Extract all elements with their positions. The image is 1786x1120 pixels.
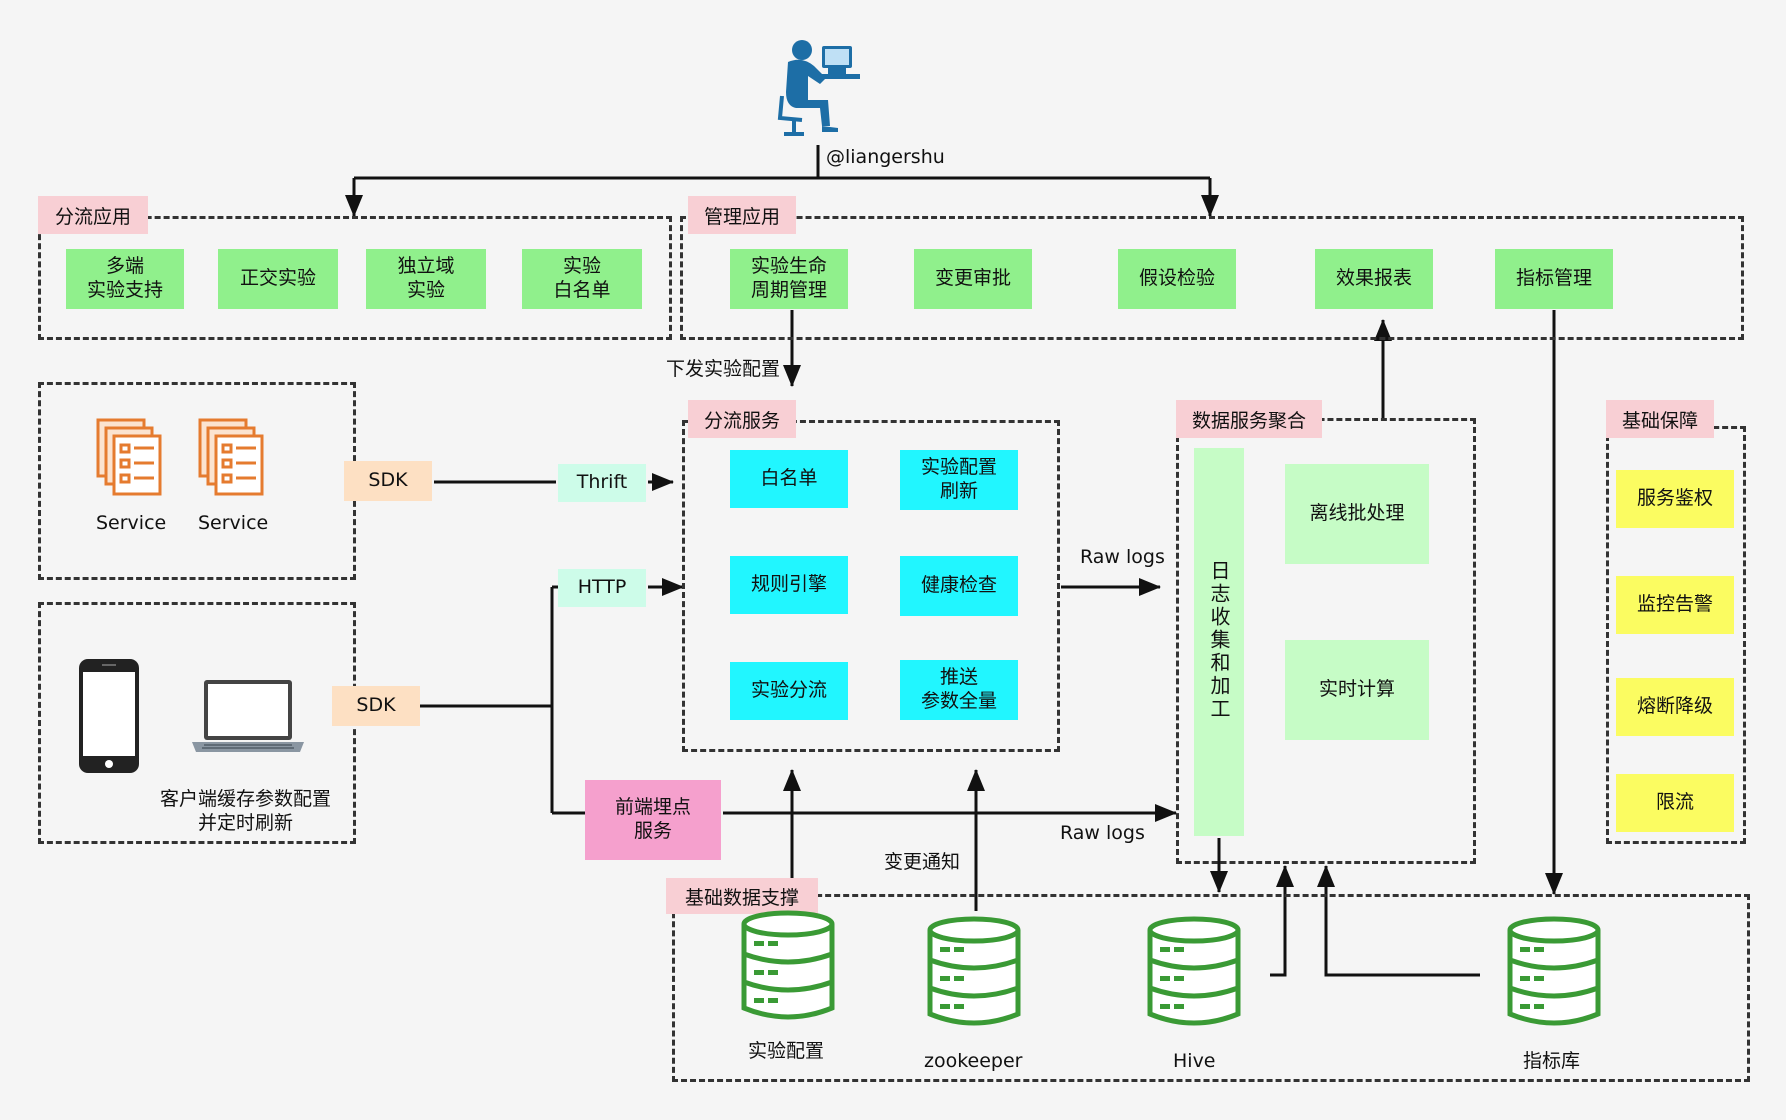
mgmt-app-group xyxy=(680,216,1744,340)
thrift-box[interactable]: Thrift xyxy=(558,464,646,502)
mobile-phone-icon xyxy=(79,659,139,773)
realtime-compute[interactable]: 实时计算 xyxy=(1285,640,1429,740)
whitelist[interactable]: 白名单 xyxy=(730,450,848,508)
user-handle: @liangershu xyxy=(826,146,945,168)
config-refresh[interactable]: 实验配置 刷新 xyxy=(900,450,1018,510)
independent-domain-experiment[interactable]: 独立域 实验 xyxy=(366,249,486,309)
circuit-breaker[interactable]: 熔断降级 xyxy=(1616,678,1734,736)
store-hive: Hive xyxy=(1173,1050,1216,1072)
raw-logs-label-2: Raw logs xyxy=(1060,822,1145,844)
service-label: Service xyxy=(96,512,167,534)
routing-service-group xyxy=(682,420,1060,752)
routing-app-label: 分流应用 xyxy=(38,196,148,234)
experiment-routing[interactable]: 实验分流 xyxy=(730,662,848,720)
sdk-top[interactable]: SDK xyxy=(344,461,432,501)
store-zookeeper: zookeeper xyxy=(924,1050,1023,1072)
data-agg-group xyxy=(1176,418,1476,864)
monitoring-alert[interactable]: 监控告警 xyxy=(1616,576,1734,634)
http-box[interactable]: HTTP xyxy=(558,569,646,607)
hypothesis-testing[interactable]: 假设检验 xyxy=(1118,249,1236,309)
document-list-icon xyxy=(96,418,162,496)
orthogonal-experiment[interactable]: 正交实验 xyxy=(218,249,338,309)
health-check[interactable]: 健康检查 xyxy=(900,556,1018,616)
laptop-icon xyxy=(192,680,304,752)
raw-logs-label-1: Raw logs xyxy=(1080,546,1165,568)
data-agg-label: 数据服务聚合 xyxy=(1176,400,1322,438)
user-at-computer-icon xyxy=(777,40,860,136)
base-data-group xyxy=(672,894,1750,1082)
effect-report[interactable]: 效果报表 xyxy=(1315,249,1433,309)
document-list-icon xyxy=(198,418,264,496)
client-caption: 客户端缓存参数配置 并定时刷新 xyxy=(160,788,332,834)
multi-client-support[interactable]: 多端 实验支持 xyxy=(66,249,184,309)
metrics-management[interactable]: 指标管理 xyxy=(1495,249,1613,309)
database-icon xyxy=(927,916,1021,1026)
store-metrics-db: 指标库 xyxy=(1523,1050,1581,1072)
push-full-params[interactable]: 推送 参数全量 xyxy=(900,660,1018,720)
log-collector[interactable] xyxy=(1194,448,1244,836)
sdk-bottom[interactable]: SDK xyxy=(332,686,420,726)
rate-limiting[interactable]: 限流 xyxy=(1616,774,1734,832)
database-icon xyxy=(741,910,835,1020)
log-collector-label: 日志收集和加工 xyxy=(1207,560,1231,721)
change-notify-label: 变更通知 xyxy=(884,851,961,873)
base-data-label: 基础数据支撑 xyxy=(666,878,818,914)
mgmt-app-label: 管理应用 xyxy=(688,196,796,234)
edge-hive-agg xyxy=(1270,865,1294,977)
database-icon xyxy=(1147,916,1241,1026)
lifecycle-management[interactable]: 实验生命 周期管理 xyxy=(730,249,848,309)
service-label: Service xyxy=(198,512,269,534)
service-auth[interactable]: 服务鉴权 xyxy=(1616,470,1734,528)
experiment-whitelist[interactable]: 实验 白名单 xyxy=(522,249,642,309)
routing-service-label: 分流服务 xyxy=(688,400,796,438)
frontend-tracking-service[interactable]: 前端埋点 服务 xyxy=(585,780,721,860)
store-experiment-config: 实验配置 xyxy=(748,1040,825,1062)
push-config-label: 下发实验配置 xyxy=(666,358,781,380)
routing-app-group xyxy=(38,216,672,340)
edge-metricsdb-agg xyxy=(1317,865,1480,977)
offline-batch[interactable]: 离线批处理 xyxy=(1285,464,1429,564)
rule-engine[interactable]: 规则引擎 xyxy=(730,556,848,614)
database-icon xyxy=(1507,916,1601,1026)
change-approval[interactable]: 变更审批 xyxy=(914,249,1032,309)
infra-label: 基础保障 xyxy=(1606,400,1714,438)
